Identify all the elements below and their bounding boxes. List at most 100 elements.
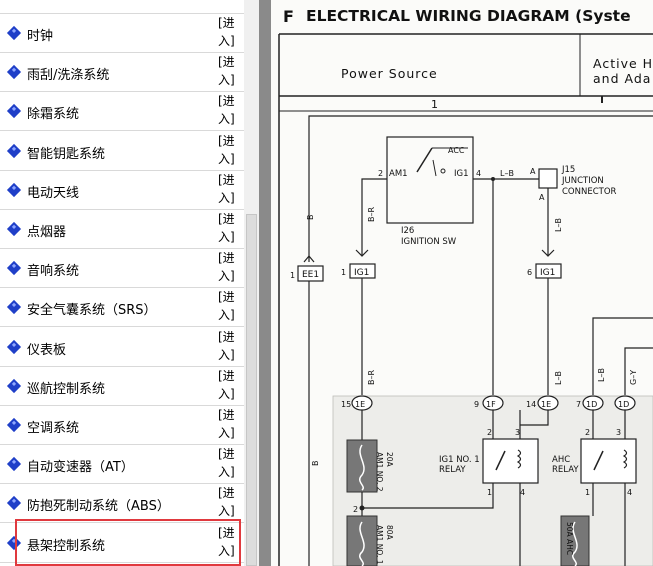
sidebar-item[interactable]: 自动变速器（AT） [进入]	[0, 445, 244, 485]
enter-link-bottom[interactable]: 入]	[218, 308, 235, 323]
enter-link-top[interactable]: [进	[218, 290, 235, 305]
bullet-diamond-icon	[6, 300, 22, 315]
ig1-connector-left: IG1	[354, 268, 369, 278]
sidebar-item[interactable]: 雨刮/洗涤系统 [进入]	[0, 53, 244, 93]
sidebar-item-label[interactable]: 智能钥匙系统	[27, 146, 106, 162]
sidebar-item-label[interactable]: 悬架控制系统	[27, 538, 106, 554]
enter-link[interactable]: [进入]	[218, 406, 244, 442]
enter-link-top[interactable]: [进	[218, 329, 235, 344]
enter-link[interactable]: [进入]	[218, 367, 244, 403]
enter-link-top[interactable]: [进	[218, 55, 235, 70]
sidebar-item-label[interactable]: 仪表板	[27, 342, 67, 358]
sidebar-item[interactable]: 巡航控制系统 [进入]	[0, 367, 244, 406]
ign-sw-id: I26	[401, 226, 414, 236]
enter-link[interactable]: [进入]	[218, 14, 244, 50]
acc-terminal: ACC	[448, 146, 465, 155]
enter-link-top[interactable]: [进	[218, 525, 235, 540]
enter-link-bottom[interactable]: 入]	[218, 151, 235, 166]
sidebar-item[interactable]: 仪表板 [进入]	[0, 328, 244, 367]
sidebar-item-label[interactable]: 防抱死制动系统（ABS）	[27, 499, 170, 515]
sidebar-item[interactable]: 音响系统 [进入]	[0, 249, 244, 289]
wire-b-label: B	[306, 215, 315, 221]
enter-link[interactable]: [进入]	[218, 53, 244, 89]
enter-link-bottom[interactable]: 入]	[218, 73, 235, 88]
conn-9: 9	[474, 400, 479, 409]
sidebar-item[interactable]: 除霜系统 [进入]	[0, 92, 244, 132]
enter-link[interactable]: [进入]	[218, 171, 244, 207]
ig1-left-pin: 1	[341, 268, 346, 277]
sidebar-item[interactable]: 电动天线 [进入]	[0, 171, 244, 210]
ign-pin-2: 2	[378, 169, 383, 178]
enter-link-bottom[interactable]: 入]	[218, 386, 235, 401]
ahc-relay-pin4: 4	[627, 488, 632, 497]
enter-link-bottom[interactable]: 入]	[218, 230, 235, 244]
ig1-terminal: IG1	[454, 169, 469, 179]
sidebar-scrollbar-thumb[interactable]	[246, 214, 257, 566]
sidebar-item-label[interactable]: 时钟	[27, 29, 54, 44]
enter-link[interactable]: [进入]	[218, 249, 244, 285]
bullet-diamond-icon	[6, 65, 22, 80]
enter-link-top[interactable]: [进	[218, 408, 235, 422]
enter-link-bottom[interactable]: 入]	[218, 543, 235, 558]
enter-link-top[interactable]: [进	[218, 251, 235, 266]
sidebar-item[interactable]: 悬架控制系统 [进入]	[0, 524, 244, 563]
sidebar-item-label[interactable]: 安全气囊系统（SRS）	[27, 303, 157, 319]
enter-link-top[interactable]: [进	[218, 133, 235, 148]
conn-1d-right: 1D	[618, 400, 629, 409]
enter-link-bottom[interactable]: 入]	[218, 465, 235, 480]
ign-sw-name: IGNITION SW	[401, 237, 457, 247]
enter-link-bottom[interactable]: 入]	[218, 190, 235, 205]
enter-link[interactable]: [进入]	[218, 445, 244, 481]
sidebar-item-label[interactable]: 音响系统	[27, 264, 80, 280]
sidebar-item-label[interactable]: 雨刮/洗涤系统	[27, 68, 110, 84]
wire-br-lower: B–R	[367, 370, 376, 385]
fuse-am1-no1: AM1 NO. 1	[375, 525, 384, 565]
enter-link-bottom[interactable]: 入]	[218, 426, 235, 440]
enter-link[interactable]: [进入]	[218, 92, 244, 128]
sidebar-item-label[interactable]: 巡航控制系统	[27, 381, 106, 397]
enter-link-top[interactable]: [进	[218, 368, 235, 383]
sidebar-item-label[interactable]: 点烟器	[27, 225, 67, 240]
sidebar-item[interactable]: 防抱死制动系统（ABS） [进入]	[0, 484, 244, 524]
enter-link-top[interactable]: [进	[218, 172, 235, 187]
bullet-diamond-icon	[6, 496, 22, 511]
header-power-source: Power Source	[341, 66, 438, 81]
conn-7: 7	[576, 400, 581, 409]
ig1-relay-label-1: IG1 NO. 1	[439, 455, 480, 465]
sidebar-item[interactable]: 安全气囊系统（SRS） [进入]	[0, 288, 244, 328]
enter-link-top[interactable]: [进	[218, 212, 235, 226]
enter-link-bottom[interactable]: 入]	[218, 112, 235, 127]
bullet-diamond-icon	[6, 182, 22, 197]
sidebar-item-label[interactable]: 自动变速器（AT）	[27, 460, 134, 476]
enter-link[interactable]: [进入]	[218, 288, 244, 324]
enter-link[interactable]: [进入]	[218, 524, 244, 560]
sidebar-item-label[interactable]: 空调系统	[27, 421, 80, 436]
sidebar-item[interactable]: 时钟 [进入]	[0, 14, 244, 53]
conn-1d-left: 1D	[586, 400, 597, 409]
enter-link[interactable]: [进入]	[218, 210, 244, 246]
enter-link[interactable]: [进入]	[218, 132, 244, 168]
ee1-connector: EE1	[302, 270, 319, 280]
sidebar-item[interactable]: 智能钥匙系统 [进入]	[0, 132, 244, 171]
enter-link-bottom[interactable]: 入]	[218, 34, 235, 48]
wiring-diagram-page: F ELECTRICAL WIRING DIAGRAM (Syste Power…	[271, 0, 653, 566]
enter-link-bottom[interactable]: 入]	[218, 347, 235, 362]
sidebar-item-label[interactable]: 除霜系统	[27, 107, 80, 123]
enter-link-bottom[interactable]: 入]	[218, 504, 235, 519]
sidebar-item-label[interactable]: 电动天线	[27, 185, 80, 201]
pane-splitter[interactable]	[259, 0, 271, 566]
j15-id: J15	[561, 165, 575, 175]
sidebar-item[interactable]: 点烟器 [进入]	[0, 210, 244, 249]
enter-link[interactable]: [进入]	[218, 328, 244, 364]
enter-link-top[interactable]: [进	[218, 486, 235, 501]
bullet-diamond-icon	[6, 143, 22, 158]
enter-link-top[interactable]: [进	[218, 94, 235, 109]
sidebar-item[interactable]: 空调系统 [进入]	[0, 406, 244, 445]
enter-link-bottom[interactable]: 入]	[218, 269, 235, 284]
fuse-80a: 80A	[385, 525, 394, 541]
enter-link-top[interactable]: [进	[218, 447, 235, 462]
wire-lb-top: L–B	[500, 169, 514, 178]
j15-pin-a-top: A	[530, 167, 536, 176]
enter-link[interactable]: [进入]	[218, 484, 244, 520]
enter-link-top[interactable]: [进	[218, 16, 235, 30]
